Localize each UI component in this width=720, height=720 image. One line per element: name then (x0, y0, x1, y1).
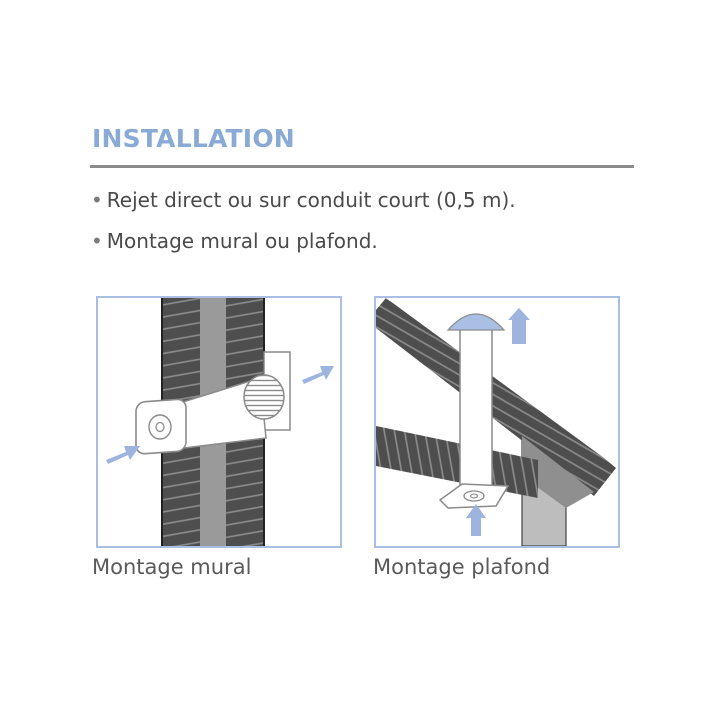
airflow-out-arrow-icon (508, 308, 530, 344)
wall-mount-diagram-icon (106, 298, 334, 546)
ceiling-fan-unit (438, 483, 510, 509)
airflow-out-arrow-icon (302, 366, 334, 384)
ceiling-slab (376, 426, 538, 498)
fan-unit (135, 398, 187, 455)
sloped-roof (376, 298, 616, 496)
bullet-text-2: Montage mural ou plafond. (106, 229, 378, 253)
bullet-text-1: Rejet direct ou sur conduit court (0,5 m… (106, 188, 516, 212)
section-heading: INSTALLATION (92, 124, 295, 153)
ceiling-mount-figure (374, 296, 620, 548)
caption-wall-mount: Montage mural (92, 555, 252, 579)
heading-divider (90, 165, 634, 168)
roof-cap (446, 313, 506, 331)
ceiling-mount-diagram-icon (376, 298, 616, 546)
bullet-item-2: •Montage mural ou plafond. (91, 229, 378, 253)
bullet-marker: • (91, 229, 103, 253)
exterior-grill (243, 374, 285, 420)
bullet-item-1: •Rejet direct ou sur conduit court (0,5 … (91, 188, 516, 212)
airflow-in-arrow-icon (466, 504, 486, 536)
roof-underside (522, 436, 594, 508)
airflow-in-arrow-icon (106, 446, 140, 464)
wall-mount-figure (96, 296, 342, 548)
caption-ceiling-mount: Montage plafond (373, 555, 551, 579)
vertical-duct (459, 323, 493, 489)
bullet-marker: • (91, 188, 103, 212)
